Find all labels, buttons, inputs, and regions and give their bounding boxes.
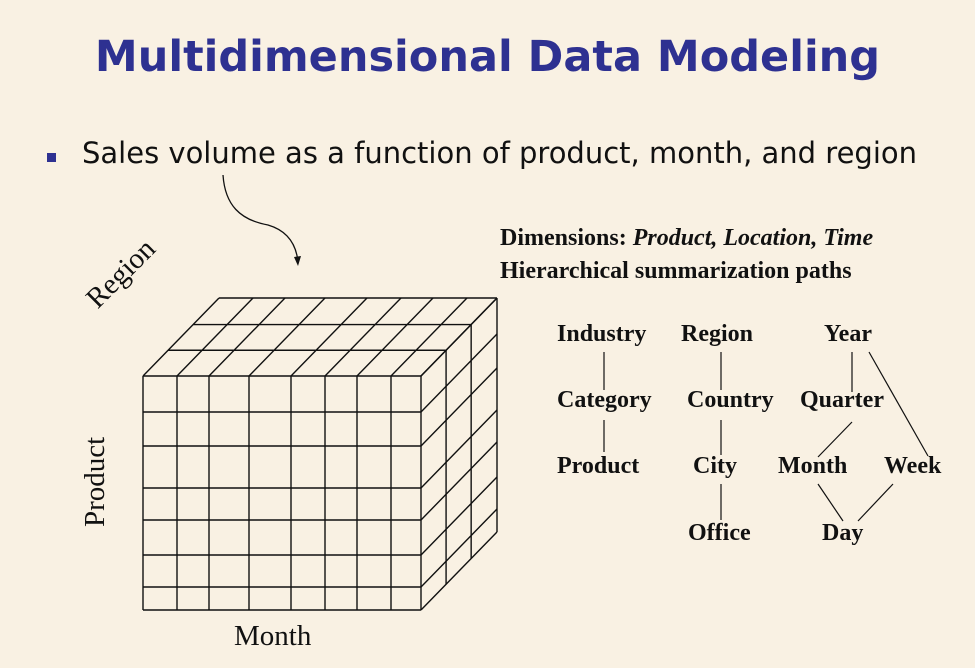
axis-label-product: Product — [79, 436, 111, 527]
label-category: Category — [557, 387, 652, 413]
link-week-day — [857, 483, 894, 522]
hierarchy-heading: Hierarchical summarization paths — [500, 258, 852, 284]
link-quarter-month — [817, 421, 853, 458]
bullet-marker — [47, 153, 56, 162]
dimensions-list: Product, Location, Time — [632, 225, 874, 251]
label-day: Day — [822, 520, 864, 546]
link-month-day — [817, 483, 844, 522]
cube-side-depth-line — [420, 441, 498, 521]
cube-top-depth-line — [390, 297, 468, 377]
label-week: Week — [884, 453, 942, 479]
dimensions-prefix: Dimensions: — [500, 225, 633, 251]
dimensions-line: Dimensions: Product, Location, Time — [500, 222, 873, 255]
cube-side-depth-line — [420, 409, 498, 489]
slide-title: Multidimensional Data Modeling — [94, 32, 881, 82]
cube-top-depth-line — [356, 297, 434, 377]
axis-label-month: Month — [234, 620, 312, 652]
dimensions-block: Dimensions: Product, Location, Time Hier… — [500, 222, 873, 288]
label-city: City — [693, 453, 737, 479]
cube-side-depth-line — [420, 476, 498, 556]
cube-top-depth-line — [324, 297, 402, 377]
data-cube — [142, 297, 498, 611]
cube-side-depth-line — [420, 367, 498, 447]
cube-top-depth-line — [290, 297, 368, 377]
label-product: Product — [557, 453, 640, 479]
pointer-arrowhead — [294, 256, 301, 266]
cube-side-depth-line — [420, 531, 498, 611]
cube-side-depth-line — [420, 297, 498, 377]
label-office: Office — [688, 520, 751, 546]
label-month: Month — [778, 453, 848, 479]
cube-side-depth-line — [420, 508, 498, 588]
cube-top-depth-line — [208, 297, 286, 377]
label-industry: Industry — [557, 321, 647, 347]
bullet-text: Sales volume as a function of product, m… — [82, 136, 918, 170]
label-region: Region — [681, 321, 753, 347]
label-quarter: Quarter — [800, 387, 884, 413]
pointer-arrow — [222, 174, 299, 263]
cube-top-depth-line — [142, 297, 220, 377]
cube-top-depth-line — [248, 297, 326, 377]
cube-side-depth-line — [420, 333, 498, 413]
label-country: Country — [687, 387, 774, 413]
cube-top-depth-line — [176, 297, 254, 377]
link-year-week — [868, 351, 929, 457]
label-year: Year — [824, 321, 872, 347]
